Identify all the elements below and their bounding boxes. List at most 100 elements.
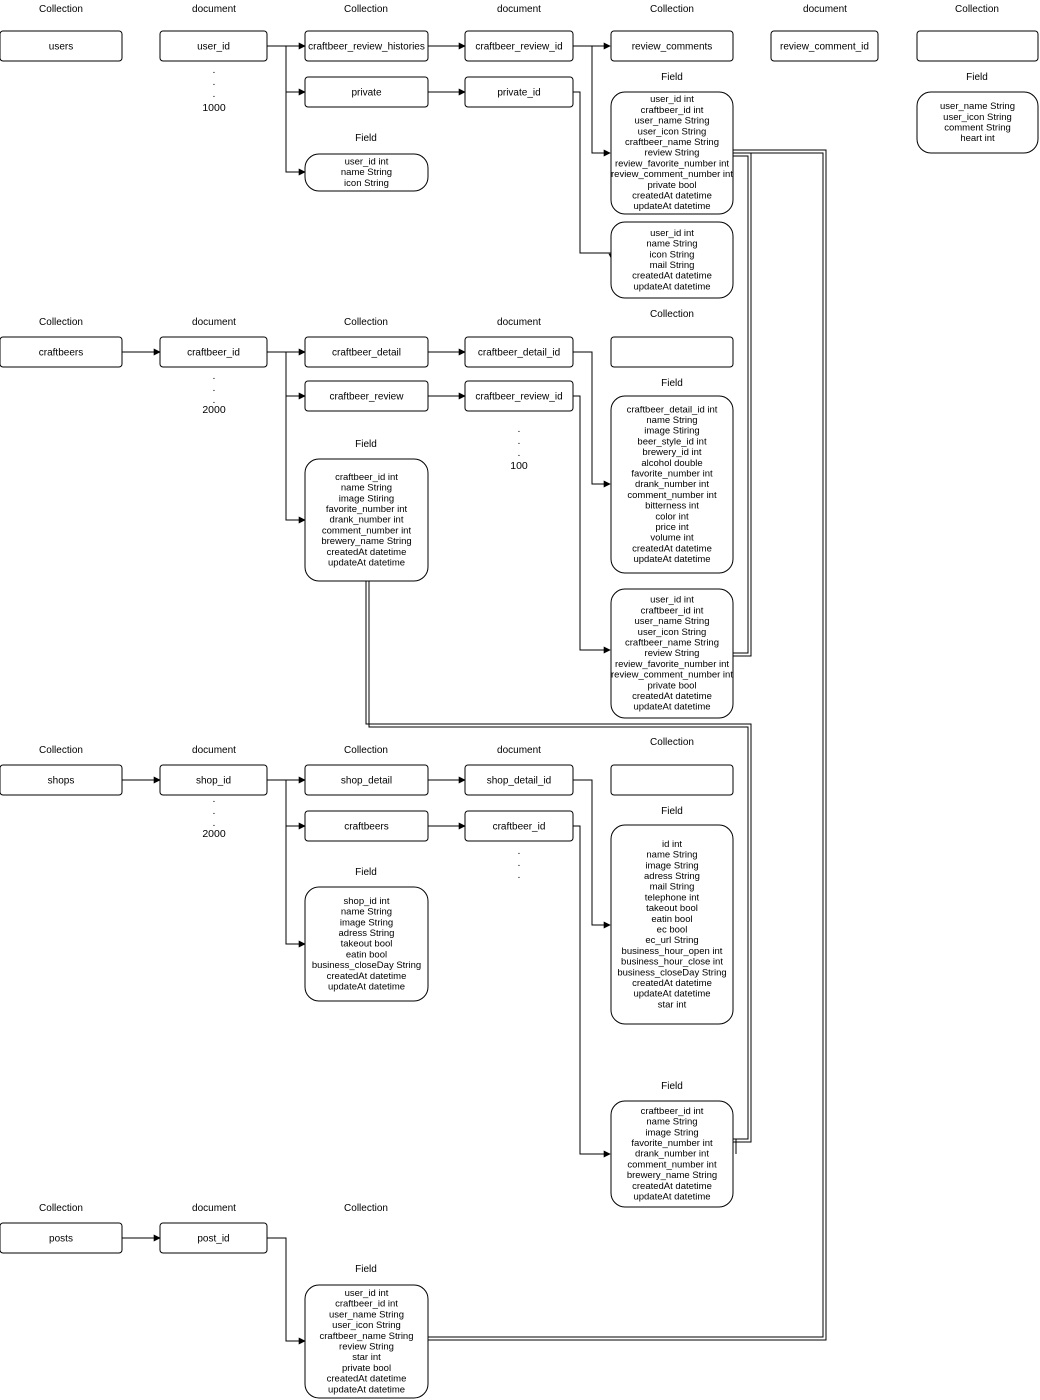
ellipsis-dot: . <box>213 370 216 382</box>
node-frame <box>304 76 429 108</box>
node-label: review_comment_id <box>780 42 869 53</box>
field-line: createdAt datetime <box>327 971 407 982</box>
ellipsis-count: ...100 <box>510 423 528 472</box>
node-label: review_comments <box>632 42 713 53</box>
shop-craftbeers-collection-node: craftbeers <box>304 810 429 842</box>
field-line: createdAt datetime <box>632 978 712 989</box>
field-line: updateAt datetime <box>328 981 405 992</box>
field-line: craftbeer_id int <box>335 472 398 483</box>
field-line: user_id int <box>650 595 694 606</box>
field-line: updateAt datetime <box>633 1191 710 1202</box>
node-frame <box>0 1222 123 1254</box>
relation-link-double <box>732 155 749 654</box>
field-line: updateAt datetime <box>633 281 710 292</box>
field-line: star int <box>658 999 687 1010</box>
arrow-connector <box>267 1237 306 1345</box>
node-label: shop_id <box>196 776 231 787</box>
field-line: icon String <box>650 249 695 260</box>
document-count: 2000 <box>202 404 226 416</box>
ellipsis-dot: . <box>213 805 216 817</box>
ellipsis-dot: . <box>213 382 216 394</box>
craftbeer-detail-id-document-node: craftbeer_detail_id <box>464 336 574 368</box>
header-field: Field <box>355 867 377 878</box>
field-line: name String <box>646 1117 697 1128</box>
craftbeers-collection-node: craftbeers <box>0 336 123 368</box>
field-line: eatin bool <box>651 914 692 925</box>
node-frame <box>464 764 574 796</box>
arrow-connector <box>285 92 306 176</box>
field-line: favorite_number int <box>326 504 408 515</box>
node-frame <box>610 336 734 368</box>
node-frame <box>159 336 268 368</box>
node-frame <box>464 810 574 842</box>
ellipsis-count: ...1000 <box>202 64 226 114</box>
field-line: review_favorite_number int <box>615 659 729 670</box>
relation-link-double <box>732 152 752 657</box>
header-collection: Collection <box>39 745 83 756</box>
relation-link-double <box>365 580 752 1143</box>
node-frame <box>304 336 429 368</box>
field-line: createdAt datetime <box>632 190 712 201</box>
ellipsis-dot: . <box>213 64 216 76</box>
private-collection-node: private <box>304 76 429 108</box>
header-collection: Collection <box>955 4 999 15</box>
node-label: shops <box>48 776 75 787</box>
ellipsis-count: ...2000 <box>202 370 226 416</box>
field-line: createdAt datetime <box>327 1374 407 1385</box>
field-line: volume int <box>650 533 694 544</box>
header-field: Field <box>966 72 988 83</box>
ellipsis-dot: . <box>518 447 521 459</box>
field-line: createdAt datetime <box>632 543 712 554</box>
field-line: review_favorite_number int <box>615 158 729 169</box>
field-line: private bool <box>647 680 696 691</box>
review-comments-collection-node: review_comments <box>610 30 734 62</box>
arrow-connector <box>591 46 611 157</box>
field-line: takeout bool <box>341 939 393 950</box>
shops-collection-node: shops <box>0 764 123 796</box>
field-line: updateAt datetime <box>328 557 405 568</box>
header-field: Field <box>355 133 377 144</box>
header-collection: Collection <box>344 745 388 756</box>
field-line: review_comment_number int <box>611 670 733 681</box>
shop-id-document-node: shop_id <box>159 764 268 796</box>
field-box-frame <box>610 1100 734 1208</box>
field-line: name String <box>646 850 697 861</box>
field-line: craftbeer_id int <box>641 1106 704 1117</box>
field-line: color int <box>655 511 689 522</box>
header-collection: Collection <box>39 4 83 15</box>
node-label: craftbeer_review_id <box>475 392 562 403</box>
field-line: user_id int <box>345 156 389 167</box>
node-label: user_id <box>197 42 230 53</box>
field-line: eatin bool <box>346 949 387 960</box>
field-line: drank_number int <box>330 515 404 526</box>
field-box-frame <box>610 588 734 719</box>
field-line: heart int <box>960 133 995 144</box>
arrow-connector <box>573 825 611 1158</box>
field-line: user_name String <box>635 116 710 127</box>
field-line: user_name String <box>635 616 710 627</box>
field-line: name String <box>646 239 697 250</box>
field-line: ec_url String <box>645 935 698 946</box>
field-line: brewery_id int <box>642 447 701 458</box>
field-line: craftbeer_id int <box>641 105 704 116</box>
header-collection: Collection <box>650 737 694 748</box>
header-collection: Collection <box>39 317 83 328</box>
ellipsis-dot: . <box>213 793 216 805</box>
header-collection: Collection <box>344 1203 388 1214</box>
craftbeer-review-collection-node: craftbeer_review <box>304 380 429 412</box>
header-document: document <box>497 745 541 756</box>
field-line: business_hour_open int <box>622 946 723 957</box>
node-frame <box>770 30 879 62</box>
field-line: telephone int <box>645 892 700 903</box>
field-line: review_comment_number int <box>611 169 733 180</box>
field-line: user_icon String <box>943 112 1012 123</box>
relation-link-double <box>368 580 749 1140</box>
